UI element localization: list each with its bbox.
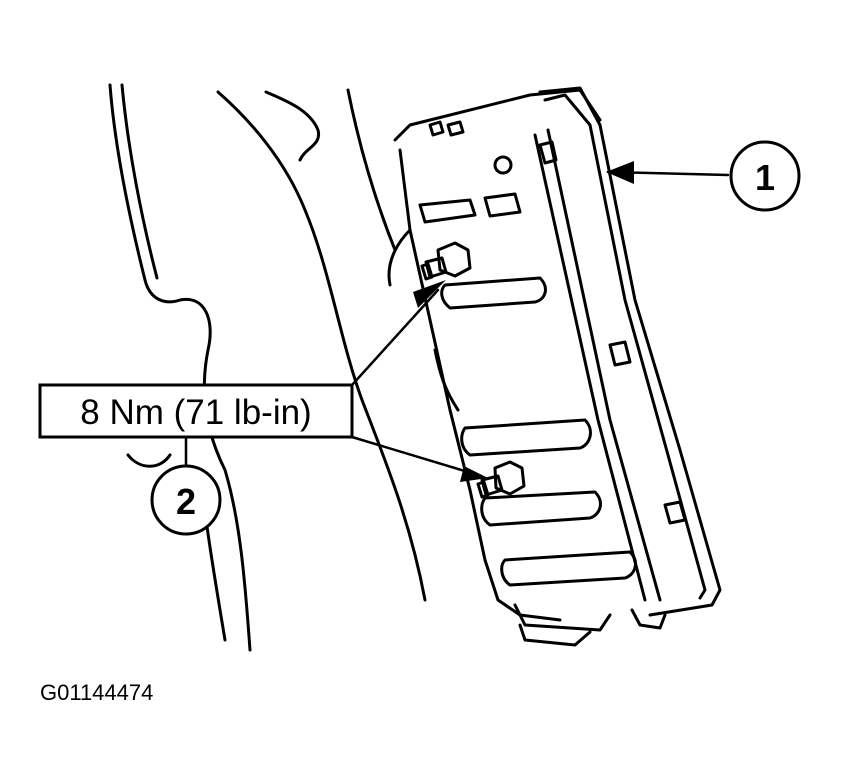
torque-leader-upper	[350, 288, 440, 387]
lower-stud-nut	[476, 460, 526, 499]
torque-leader-lower	[350, 435, 480, 477]
torque-lower-arrowhead	[460, 466, 488, 482]
mounting-bracket	[387, 88, 637, 647]
callout-1-arrowhead	[606, 161, 634, 184]
module-hole	[493, 155, 513, 175]
figure-id: G01144474	[40, 680, 153, 705]
module-housing	[428, 86, 722, 630]
callout-1-label: 1	[755, 157, 775, 198]
torque-spec: 8 Nm (71 lb-in)	[38, 383, 354, 439]
torque-spec-label: 8 Nm (71 lb-in)	[80, 393, 311, 432]
body-panel-outline	[108, 83, 427, 652]
callout-1: 1	[729, 140, 801, 212]
torque-upper-arrowhead	[413, 280, 446, 308]
callout-2-label: 2	[176, 481, 196, 522]
callout-2: 2	[150, 464, 222, 536]
upper-stud-nut	[420, 241, 472, 281]
